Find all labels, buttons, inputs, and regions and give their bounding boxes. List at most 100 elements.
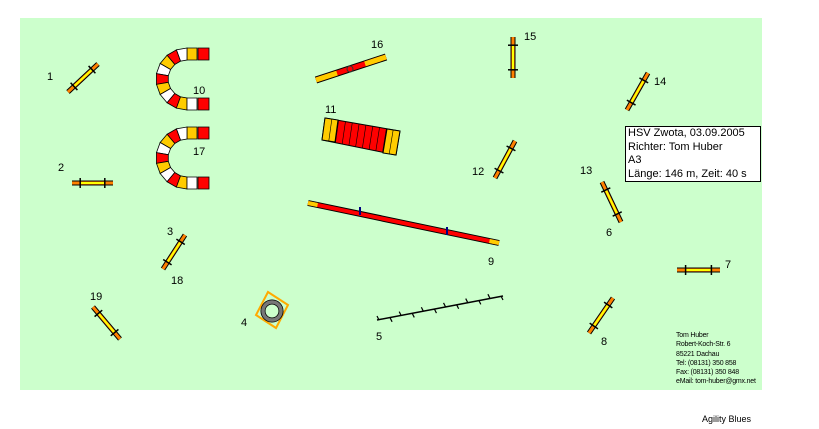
hurdle bbox=[66, 62, 100, 94]
obstacle-number-8: 8 bbox=[601, 336, 607, 348]
hurdle-post bbox=[600, 187, 611, 193]
tunnel-segment bbox=[186, 126, 198, 140]
dogwalk-contact-middle bbox=[307, 201, 500, 245]
hurdle-post bbox=[626, 99, 636, 106]
seesaw-pivot bbox=[346, 65, 354, 73]
address-fax: Fax: (08131) 350 848 bbox=[676, 369, 739, 377]
obstacle-number-7: 7 bbox=[725, 259, 731, 271]
weave-pole bbox=[411, 313, 415, 318]
a-frame-slat bbox=[328, 119, 333, 142]
hurdle-post bbox=[589, 322, 599, 330]
tunnel-segment bbox=[197, 176, 210, 190]
footer-brand: Agility Blues bbox=[702, 414, 752, 424]
address-street: Robert-Koch-Str. 6 bbox=[676, 341, 731, 349]
hurdle bbox=[677, 265, 720, 275]
tunnel-segment bbox=[197, 126, 210, 140]
a-frame bbox=[321, 117, 401, 156]
course-info-box: HSV Zwota, 03.09.2005 Richter: Tom Huber… bbox=[625, 126, 761, 182]
info-class: A3 bbox=[628, 154, 642, 166]
weave-pole bbox=[389, 317, 393, 323]
info-event: HSV Zwota, 03.09.2005 bbox=[628, 127, 745, 139]
weave-poles bbox=[376, 293, 504, 323]
a-frame-contact bbox=[382, 128, 401, 156]
obstacle-number-19: 19 bbox=[90, 291, 102, 303]
dogwalk-contact-zone bbox=[307, 201, 318, 207]
hurdle bbox=[599, 180, 624, 224]
hurdle-bar bbox=[630, 79, 645, 104]
obstacle-number-18: 18 bbox=[171, 275, 183, 287]
obstacle-number-4: 4 bbox=[241, 317, 247, 329]
a-frame-slat bbox=[375, 127, 380, 151]
address-city: 85221 Dachau bbox=[676, 350, 720, 358]
obstacle-number-14: 14 bbox=[654, 76, 666, 88]
hurdle-post bbox=[603, 301, 613, 309]
address-block: Tom Huber Robert-Koch-Str. 6 85221 Dacha… bbox=[676, 331, 756, 387]
tunnel bbox=[155, 126, 210, 190]
hurdle-post bbox=[494, 167, 504, 174]
hurdle bbox=[492, 139, 518, 180]
obstacle-number-9: 9 bbox=[488, 256, 494, 268]
tunnel-segment bbox=[186, 97, 198, 111]
weave-pole bbox=[500, 295, 504, 301]
weave-pole bbox=[420, 307, 424, 312]
info-length-time: Länge: 146 m, Zeit: 40 s bbox=[628, 167, 747, 180]
hurdle-bar bbox=[498, 147, 512, 172]
tunnel-segment bbox=[197, 97, 210, 111]
seesaw-contact-zone bbox=[364, 54, 387, 67]
obstacle-number-12: 12 bbox=[472, 166, 484, 178]
hurdle-post bbox=[70, 82, 78, 91]
dogwalk-contact-zone bbox=[489, 239, 500, 245]
address-email: eMail: tom-huber@gmx.net bbox=[676, 378, 756, 386]
hurdle bbox=[72, 178, 113, 188]
obstacle-number-6: 6 bbox=[606, 227, 612, 239]
dogwalk bbox=[307, 200, 500, 246]
a-frame-slat bbox=[368, 126, 374, 150]
obstacle-number-16: 16 bbox=[371, 39, 383, 51]
obstacle-number-17: 17 bbox=[193, 146, 205, 158]
hurdle bbox=[91, 305, 122, 341]
a-frame-slat bbox=[388, 129, 394, 154]
tire-ring bbox=[261, 300, 283, 322]
hurdle-post bbox=[94, 309, 103, 318]
weave-pole bbox=[398, 311, 402, 316]
a-frame-slat bbox=[335, 120, 339, 143]
hurdle-post bbox=[639, 77, 649, 84]
hurdle-post bbox=[612, 211, 623, 217]
obstacle-number-10: 10 bbox=[193, 85, 205, 97]
address-tel: Tel: (08131) 350 858 bbox=[676, 359, 737, 367]
info-judge: Richter: Tom Huber bbox=[628, 140, 723, 153]
a-frame-slat bbox=[355, 123, 360, 147]
a-frame-slat bbox=[382, 128, 387, 153]
obstacle-number-2: 2 bbox=[58, 162, 64, 174]
course-field bbox=[20, 18, 762, 390]
hurdle bbox=[586, 296, 616, 335]
hurdle-post bbox=[506, 145, 516, 152]
weave-pole bbox=[456, 304, 460, 309]
weave-pole bbox=[443, 302, 447, 308]
seesaw-contact-zone bbox=[315, 70, 338, 83]
hurdle bbox=[624, 71, 651, 112]
obstacle-number-15: 15 bbox=[524, 31, 536, 43]
tire-frame bbox=[254, 290, 290, 330]
hurdle-bar bbox=[166, 241, 182, 263]
seesaw bbox=[314, 53, 388, 84]
hurdle-post bbox=[88, 65, 96, 74]
tunnel-segment bbox=[197, 47, 210, 61]
a-frame-slat bbox=[362, 125, 367, 149]
hurdle-bar bbox=[592, 304, 610, 327]
a-frame-slat bbox=[348, 122, 353, 146]
tunnel-segment bbox=[186, 47, 198, 61]
tunnel-segment bbox=[186, 176, 198, 190]
weave-pole bbox=[465, 298, 469, 303]
weave-pole bbox=[433, 308, 437, 314]
weave-pole bbox=[487, 293, 491, 299]
hurdle-bar bbox=[604, 189, 619, 215]
hurdle-post bbox=[162, 258, 173, 266]
address-name: Tom Huber bbox=[676, 332, 709, 339]
a-frame-slat bbox=[341, 121, 346, 145]
hurdle-bar bbox=[73, 68, 93, 88]
tire bbox=[254, 290, 290, 330]
weave-base bbox=[376, 295, 504, 321]
tunnel bbox=[155, 47, 210, 111]
